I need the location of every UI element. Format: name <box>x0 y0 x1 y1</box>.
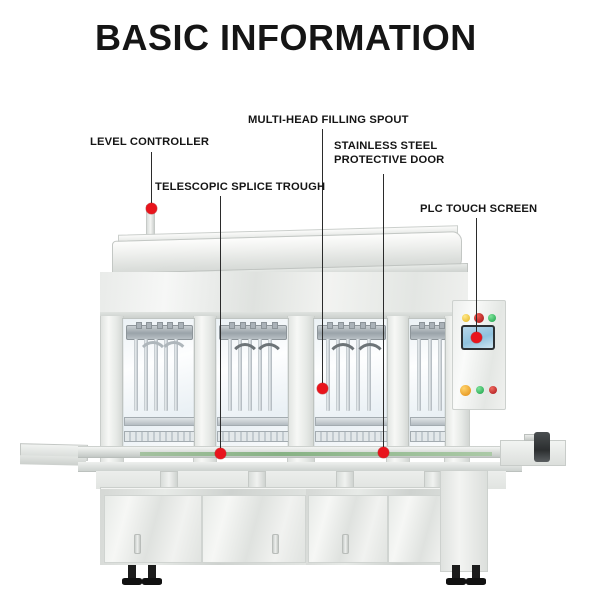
nozzle-manifold-2 <box>218 322 288 340</box>
stainless-steel-protective-door-2[interactable] <box>215 318 289 450</box>
callout-line-2: PROTECTIVE DOOR <box>334 154 445 166</box>
filling-nozzle <box>416 339 421 411</box>
plc-control-panel[interactable] <box>452 300 506 410</box>
marker-dot-plc-touch-screen <box>471 332 482 343</box>
green-control-button[interactable] <box>476 386 484 394</box>
nozzle-manifold-4 <box>410 322 445 340</box>
flexible-hose <box>137 341 170 377</box>
door-inner-rail <box>409 417 445 426</box>
flexible-hose <box>158 341 189 375</box>
frame-column-3 <box>287 316 315 466</box>
stainless-steel-protective-door-3[interactable] <box>313 318 388 450</box>
door-inner-rail-guide <box>124 431 194 442</box>
callout-label-plc-touch-screen: PLC TOUCH SCREEN <box>420 203 538 215</box>
adjustable-foot-base <box>446 578 466 585</box>
leader-line-protective-door <box>383 174 385 452</box>
nozzle-manifold-1 <box>125 322 194 340</box>
leader-line-filling-spout <box>322 129 324 386</box>
cabinet-handle[interactable] <box>342 534 349 554</box>
frame-column-4 <box>386 316 410 466</box>
stainless-steel-protective-door-1[interactable] <box>122 318 195 450</box>
leader-line-plc-touch-screen <box>476 218 478 338</box>
door-inner-rail-guide <box>409 431 445 442</box>
cabinet-handle[interactable] <box>272 534 279 554</box>
stainless-steel-protective-door-4[interactable] <box>408 318 446 450</box>
flexible-hose <box>253 343 286 381</box>
callout-label-level-controller: LEVEL CONTROLLER <box>90 136 210 148</box>
leader-line-level-controller <box>151 152 153 208</box>
upper-frame-band <box>100 272 468 316</box>
marker-dot-filling-spout <box>317 383 328 394</box>
adjustable-foot <box>452 565 460 581</box>
outfeed-section <box>500 440 566 466</box>
door-inner-rail <box>217 417 288 426</box>
conveyor-underframe <box>96 471 506 489</box>
flexible-hose <box>325 343 360 383</box>
adjustable-foot <box>128 565 136 581</box>
leader-line-telescopic-trough <box>220 196 222 450</box>
page-title: BASIC INFORMATION <box>95 17 477 58</box>
flexible-hose <box>228 343 261 381</box>
conveyor-belt <box>140 452 492 456</box>
orange-selector-switch[interactable] <box>460 385 471 396</box>
green-start-button[interactable] <box>488 314 496 322</box>
nozzle-manifold-3 <box>316 322 387 340</box>
cabinet-handle[interactable] <box>134 534 141 554</box>
infeed-conveyor-rail-lower <box>20 455 86 466</box>
filling-nozzle <box>227 339 232 411</box>
upper-frame-edge <box>100 312 468 319</box>
drive-motor <box>534 432 550 462</box>
emergency-stop-button[interactable] <box>474 313 484 323</box>
red-control-button[interactable] <box>489 386 497 394</box>
adjustable-foot-base <box>142 578 162 585</box>
callout-line-1: STAINLESS STEEL <box>334 140 438 152</box>
marker-dot-protective-door <box>378 447 389 458</box>
cabinet-door-2[interactable] <box>202 495 306 563</box>
adjustable-foot <box>148 565 156 581</box>
callout-label-telescopic-splice-trough: TELESCOPIC SPLICE TROUGH <box>155 181 326 193</box>
frame-column-2 <box>193 316 217 466</box>
filling-nozzle <box>164 339 169 411</box>
door-inner-rail <box>124 417 194 426</box>
door-inner-rail-guide <box>217 431 288 442</box>
adjustable-foot-base <box>466 578 486 585</box>
callout-label-stainless-steel-protective-door: STAINLESS STEEL PROTECTIVE DOOR <box>334 139 445 167</box>
end-cabinet-panel <box>440 470 488 572</box>
filling-nozzle <box>427 339 432 411</box>
filling-nozzle <box>325 339 330 411</box>
door-inner-rail-guide <box>315 431 387 442</box>
filling-nozzle <box>437 339 442 411</box>
marker-dot-level-controller <box>146 203 157 214</box>
filling-nozzle <box>174 339 179 411</box>
adjustable-foot-base <box>122 578 142 585</box>
filling-nozzle <box>134 339 139 411</box>
flexible-hose <box>353 343 387 383</box>
adjustable-foot <box>472 565 480 581</box>
marker-dot-telescopic-trough <box>215 448 226 459</box>
callout-label-multi-head-filling-spout: MULTI-HEAD FILLING SPOUT <box>248 114 409 126</box>
yellow-indicator-button[interactable] <box>462 314 470 322</box>
frame-column-left <box>100 316 124 466</box>
door-inner-rail <box>315 417 387 426</box>
cabinet-door-1[interactable] <box>104 495 202 563</box>
